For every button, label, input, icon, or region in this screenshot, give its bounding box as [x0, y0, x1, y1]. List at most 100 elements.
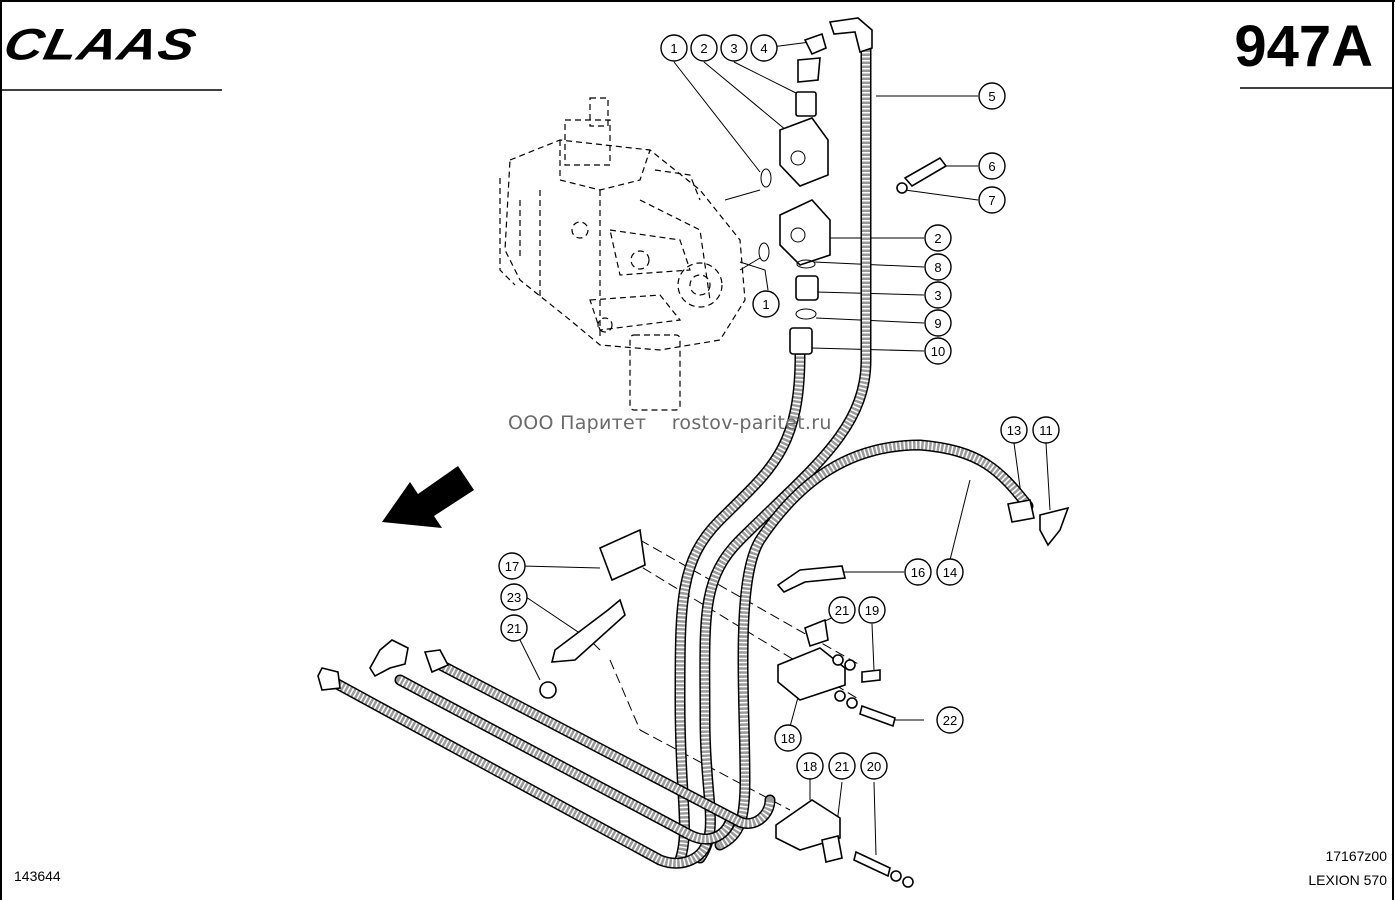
- callout-circle: [720, 34, 748, 62]
- callout-1: 1: [660, 34, 688, 62]
- hose-10-nut: [789, 327, 813, 355]
- callout-circle: [924, 253, 952, 281]
- callout-label: 6: [988, 159, 995, 174]
- callout-16: 16: [904, 558, 932, 586]
- callout-circle: [858, 596, 886, 624]
- hose-end-b: [369, 639, 409, 678]
- o-ring-8: [796, 259, 816, 269]
- hose-end-c: [423, 649, 450, 674]
- callout-circle: [752, 290, 780, 318]
- callout-circle: [498, 552, 526, 580]
- callout-label: 20: [867, 759, 881, 774]
- callout-label: 8: [934, 260, 941, 275]
- hose-10: [674, 349, 806, 866]
- hose-end-fittings: [317, 17, 873, 691]
- callout-2: 2: [690, 34, 718, 62]
- callout-10: 10: [924, 337, 952, 365]
- callout-17: 17: [498, 552, 526, 580]
- adapter-parts: [539, 32, 1070, 888]
- callout-circle: [500, 614, 528, 642]
- callout-label: 5: [988, 89, 995, 104]
- callout-circle: [978, 186, 1006, 214]
- callout-label: 18: [781, 731, 795, 746]
- callout-label: 2: [934, 231, 941, 246]
- callout-label: 16: [911, 565, 925, 580]
- callout-label: 21: [507, 621, 521, 636]
- o-ring-9: [795, 308, 817, 320]
- bolt-20: [853, 850, 891, 878]
- callout-circle: [936, 558, 964, 586]
- callout-11: 11: [1032, 416, 1060, 444]
- o-ring-1-top: [760, 168, 772, 188]
- callout-label: 7: [988, 193, 995, 208]
- callout-circle: [796, 752, 824, 780]
- drawing-number: 17167z00: [1325, 848, 1387, 864]
- callout-circle: [660, 34, 688, 62]
- callout-circle: [924, 224, 952, 252]
- hose-14: [714, 439, 1034, 851]
- callout-label: 11: [1039, 423, 1053, 438]
- nut-21-bottom: [821, 835, 843, 863]
- callout-21: 21: [828, 596, 856, 624]
- adapter-3-bottom: [795, 275, 819, 301]
- document-number: 143644: [14, 868, 61, 884]
- callout-label: 9: [934, 316, 941, 331]
- callout-3: 3: [924, 281, 952, 309]
- hose-5: [694, 34, 872, 864]
- callout-8: 8: [924, 253, 952, 281]
- callout-circle: [924, 337, 952, 365]
- callout-label: 14: [943, 565, 957, 580]
- callout-circle: [860, 752, 888, 780]
- bracket-23: [550, 598, 626, 663]
- callout-circle: [828, 752, 856, 780]
- callout-circle: [936, 706, 964, 734]
- callout-label: 17: [505, 559, 519, 574]
- bracket-17: [598, 528, 646, 582]
- callout-21: 21: [500, 614, 528, 642]
- callout-circle: [750, 34, 778, 62]
- hose-end-a: [317, 667, 341, 691]
- callout-circle: [500, 583, 528, 611]
- callout-19: 19: [858, 596, 886, 624]
- lower-hoses: [324, 656, 776, 869]
- callout-label: 18: [803, 759, 817, 774]
- callout-circle: [774, 724, 802, 752]
- callout-21: 21: [828, 752, 856, 780]
- callout-circle: [1032, 416, 1060, 444]
- bolt-6: [903, 156, 948, 188]
- callout-label: 4: [760, 41, 767, 56]
- callout-label: 19: [865, 603, 879, 618]
- callout-13: 13: [1000, 416, 1028, 444]
- nut-21-mid: [804, 618, 829, 648]
- travel-direction-arrow: [382, 466, 474, 528]
- callout-3: 3: [720, 34, 748, 62]
- callout-18: 18: [796, 752, 824, 780]
- clamp-13: [1007, 499, 1035, 523]
- y-connector-11: [1039, 506, 1070, 547]
- callout-label: 13: [1007, 423, 1021, 438]
- nut-21-left: [539, 681, 557, 699]
- washer-7: [896, 182, 908, 194]
- clamp-18-top: [777, 647, 846, 701]
- callout-circle: [690, 34, 718, 62]
- o-ring-1-bottom: [758, 242, 770, 262]
- callout-circle: [828, 596, 856, 624]
- callout-label: 1: [670, 41, 677, 56]
- machine-model: LEXION 570: [1308, 872, 1387, 888]
- callout-5: 5: [978, 82, 1006, 110]
- callout-label: 21: [835, 759, 849, 774]
- adapter-3-top: [795, 91, 817, 117]
- callout-23: 23: [500, 583, 528, 611]
- callout-label: 23: [507, 590, 521, 605]
- callout-20: 20: [860, 752, 888, 780]
- callout-label: 2: [700, 41, 707, 56]
- hydraulic-pump-ghost: [499, 97, 746, 411]
- callout-circle: [978, 82, 1006, 110]
- callout-22: 22: [936, 706, 964, 734]
- callout-7: 7: [978, 186, 1006, 214]
- callout-label: 22: [943, 713, 957, 728]
- callout-14: 14: [936, 558, 964, 586]
- callout-circle: [1000, 416, 1028, 444]
